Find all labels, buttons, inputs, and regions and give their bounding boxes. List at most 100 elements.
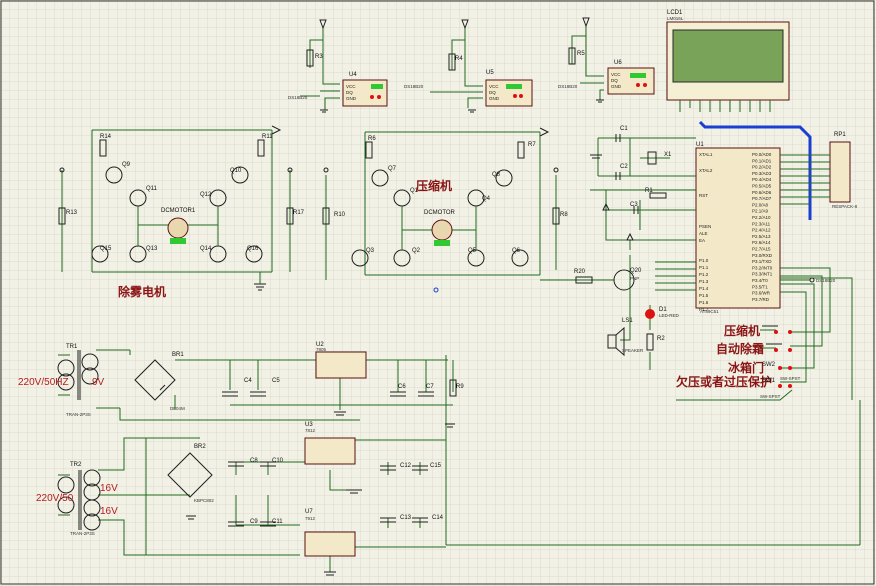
- label-tr2: TR2: [70, 462, 82, 468]
- u1-pin-left: P1.3: [699, 279, 709, 284]
- label-u2: U2: [316, 342, 324, 348]
- label-r13: R13: [66, 210, 78, 216]
- label-u3: U3: [305, 422, 313, 428]
- label-u3-type: 7812: [305, 428, 316, 433]
- label-q2: Q2: [412, 248, 421, 254]
- label-x1: X1: [664, 152, 672, 158]
- label-u5: U5: [486, 70, 494, 76]
- u1-pin-right: P3.5/T1: [752, 284, 768, 289]
- u1-pin-left: XTAL2: [699, 168, 713, 173]
- label-dcmotor: DCMOTOR: [424, 210, 456, 216]
- label-c5: C5: [272, 378, 280, 384]
- label-sw2-type: SW-SPST: [780, 376, 801, 381]
- u1-pin-right: P3.2/INT0: [752, 265, 773, 270]
- label-r6: R6: [368, 136, 376, 142]
- label-c1: C1: [620, 126, 628, 132]
- button-door[interactable]: 冰箱门: [728, 360, 764, 375]
- label-tr2-type: TRAN-2P3S: [70, 531, 95, 536]
- label-tr2-input: 220V/50: [36, 493, 74, 504]
- clock-reset-group[interactable]: C1 C2 X1 R1 C3: [590, 126, 696, 241]
- svg-text:VCC: VCC: [489, 84, 499, 89]
- lcd-module[interactable]: LCD1 LM016L: [666, 10, 790, 112]
- u1-pin-right: P0.7/AD7: [752, 196, 772, 201]
- u1-pin-right: P3.1/TXD: [752, 259, 772, 264]
- label-c3: C3: [630, 202, 638, 208]
- label-ds3: DS18B20: [558, 84, 578, 89]
- label-r8: R8: [560, 212, 568, 218]
- resistor-pack[interactable]: RP1 RESPACK-8: [780, 132, 858, 209]
- power-supply-12v[interactable]: TR2 220V/50 16V 16V TRAN-2P3S BR2 KBPC80…: [36, 355, 861, 576]
- u1-pin-right: P0.4/AD4: [752, 177, 772, 182]
- label-sw1-type: SW-SPST: [760, 394, 781, 399]
- alarm-group[interactable]: R20 Q20 PNP D1 LED-RED R2 LS1 SPEAKER: [540, 232, 680, 370]
- label-c15: C15: [430, 463, 442, 469]
- label-r17: R17: [293, 210, 305, 216]
- label-c6: C6: [398, 384, 406, 390]
- label-r11: R11: [262, 134, 273, 140]
- mist-motor-bridge[interactable]: R14 R11 R13 R17 Q9 Q10 Q11 Q12 Q13 Q14 Q…: [58, 125, 305, 299]
- label-u2-type: 7805: [316, 347, 327, 352]
- label-r5: R5: [577, 51, 585, 57]
- label-u1-type: AT89C51: [700, 309, 719, 314]
- u1-pin-right: P2.6/A14: [752, 240, 771, 245]
- label-q7: Q7: [388, 166, 397, 172]
- label-q10: Q10: [230, 168, 242, 174]
- label-q12: Q12: [200, 192, 212, 198]
- power-supply-5v[interactable]: TR1 220V/50HZ 9V TRAN-2P3S BR1 DF04M U2 …: [18, 342, 464, 421]
- label-q6: Q6: [512, 248, 521, 254]
- u1-pin-right: P0.5/AD5: [752, 184, 772, 189]
- label-r1: R1: [645, 188, 653, 194]
- mcu-u1[interactable]: U1 AT89C51 XTAL1XTAL2RSTPSENALEEAP1.0P1.…: [695, 142, 781, 314]
- label-br1: BR1: [172, 352, 184, 358]
- button-defrost[interactable]: 自动除霜: [716, 341, 764, 356]
- label-dcmotor1: DCMOTOR1: [161, 208, 196, 214]
- label-c13: C13: [400, 515, 412, 521]
- data-bus: [698, 120, 812, 220]
- label-rp1-type: RESPACK-8: [832, 204, 858, 209]
- compressor-bridge[interactable]: R6 R7 R10 R8 Q7 Q1 Q8 Q4 Q3 Q2 Q5 Q6 DCM…: [322, 127, 604, 293]
- u1-pin-left: P1.2: [699, 272, 709, 277]
- svg-text:GND: GND: [346, 96, 357, 101]
- label-compressor: 压缩机: [416, 178, 452, 193]
- label-u7-type: 7912: [305, 516, 316, 521]
- label-br2: BR2: [194, 444, 206, 450]
- label-sw1: SW1: [762, 378, 776, 384]
- svg-text:VCC: VCC: [346, 84, 356, 89]
- u1-pin-left: P1.6: [699, 300, 709, 305]
- button-compressor[interactable]: 压缩机: [724, 323, 760, 338]
- label-u6: U6: [614, 60, 622, 66]
- label-q11: Q11: [146, 186, 158, 192]
- label-q5: Q5: [468, 248, 477, 254]
- u1-pin-right: P3.6/WR: [752, 291, 771, 296]
- button-protect[interactable]: 欠压或者过压保护: [676, 374, 772, 389]
- u1-pin-left: PSEN: [699, 224, 711, 229]
- label-c2: C2: [620, 164, 628, 170]
- label-r14: R14: [100, 134, 112, 140]
- label-ds2: DS18B20: [404, 84, 424, 89]
- label-c14: C14: [432, 515, 444, 521]
- ground-symbols: [320, 99, 604, 428]
- port-wiring: DS18B20: [655, 261, 853, 400]
- u1-pin-right: P2.4/A12: [752, 228, 771, 233]
- label-lcd: LCD1: [667, 10, 683, 16]
- u1-pin-right: P0.2/AD2: [752, 165, 772, 170]
- label-sw2: SW2: [762, 362, 776, 368]
- label-tr2-sec-a: 16V: [100, 483, 118, 494]
- u1-pin-right: P2.3/A11: [752, 221, 771, 226]
- label-c10: C10: [272, 458, 284, 464]
- u1-pin-right: P2.2/A10: [752, 215, 771, 220]
- label-d1: D1: [659, 307, 667, 313]
- buttons-group[interactable]: 压缩机 自动除霜 冰箱门 欠压或者过压保护 SW2 SW1 SW-SPST SW…: [676, 323, 801, 401]
- label-tr2-sec-b: 16V: [100, 506, 118, 517]
- u1-pin-left: P1.4: [699, 286, 709, 291]
- u1-pin-right: P0.0/AD0: [752, 152, 772, 157]
- label-q1: Q1: [410, 188, 419, 194]
- label-u7: U7: [305, 509, 313, 515]
- label-c8: C8: [250, 458, 258, 464]
- label-r9: R9: [456, 384, 464, 390]
